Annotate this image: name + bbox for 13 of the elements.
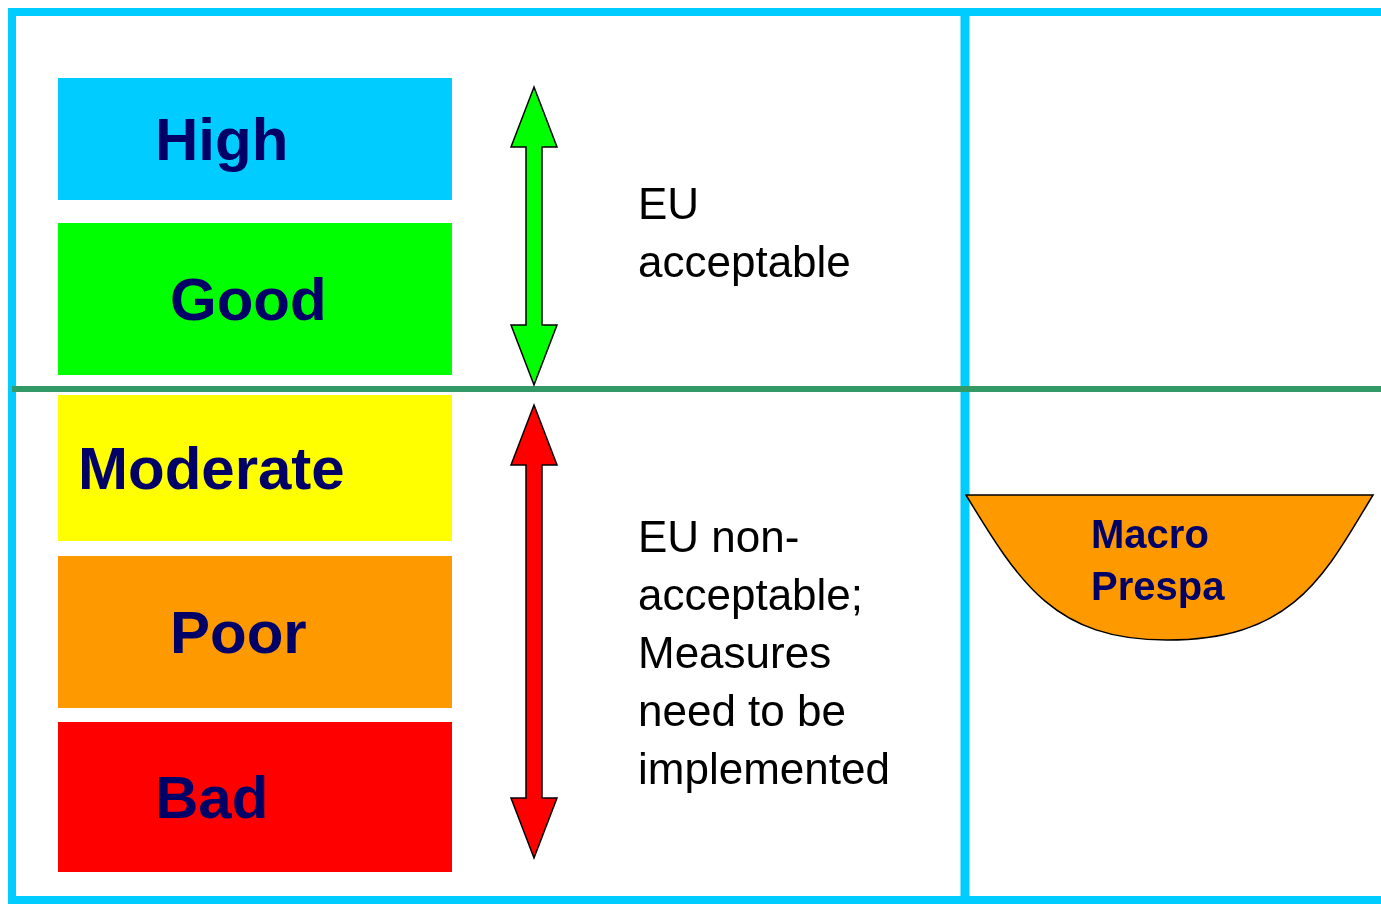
status-label: Poor <box>170 597 307 667</box>
status-label: Moderate <box>78 433 345 503</box>
status-label: High <box>155 104 289 174</box>
status-label: Good <box>170 264 327 334</box>
range-label: EU non-acceptable; Measures need to be implemented <box>638 511 891 795</box>
status-box <box>58 395 452 541</box>
lake-label: Macro Prespa <box>1091 511 1226 610</box>
status-box <box>58 78 452 200</box>
status-box <box>58 722 452 872</box>
range-label: EU acceptable <box>638 178 852 288</box>
status-box <box>58 223 452 375</box>
status-label: Bad <box>155 762 269 832</box>
status-box <box>58 556 452 708</box>
